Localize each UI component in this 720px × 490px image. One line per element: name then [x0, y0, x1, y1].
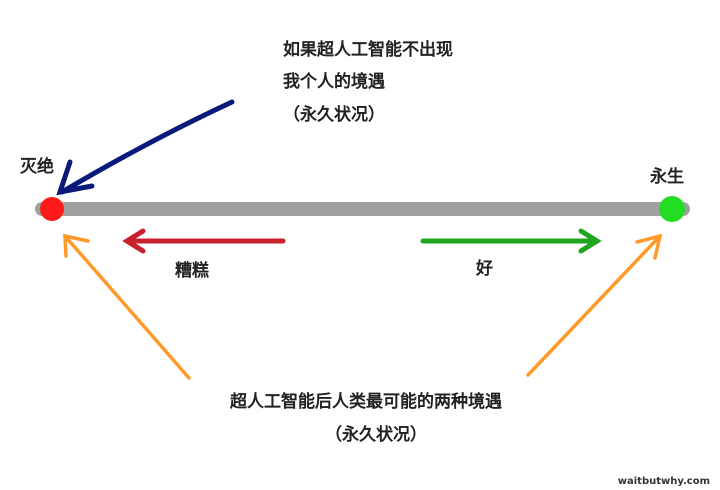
top-note-line3: （永久状况） — [283, 104, 385, 125]
top-note-line2: 我个人的境遇 — [283, 71, 385, 92]
orange-arrow-right — [526, 233, 663, 377]
good-arrow — [420, 228, 602, 254]
good-label: 好 — [475, 258, 493, 279]
bad-arrow — [122, 228, 286, 254]
immortality-label: 永生 — [649, 166, 684, 187]
bad-label: 糟糕 — [175, 260, 209, 281]
extinction-dot — [40, 197, 64, 221]
immortality-dot — [659, 196, 685, 222]
top-note-line1: 如果超人工智能不出现 — [283, 39, 453, 60]
bottom-note-line2: （永久状况） — [325, 424, 427, 445]
blue-arrow — [56, 99, 235, 196]
bottom-note-line1: 超人工智能后人类最可能的两种境遇 — [230, 391, 502, 412]
watermark: waitbutwhy.com — [618, 476, 710, 487]
orange-arrow-left — [63, 233, 191, 380]
extinction-label: 灭绝 — [19, 156, 54, 177]
